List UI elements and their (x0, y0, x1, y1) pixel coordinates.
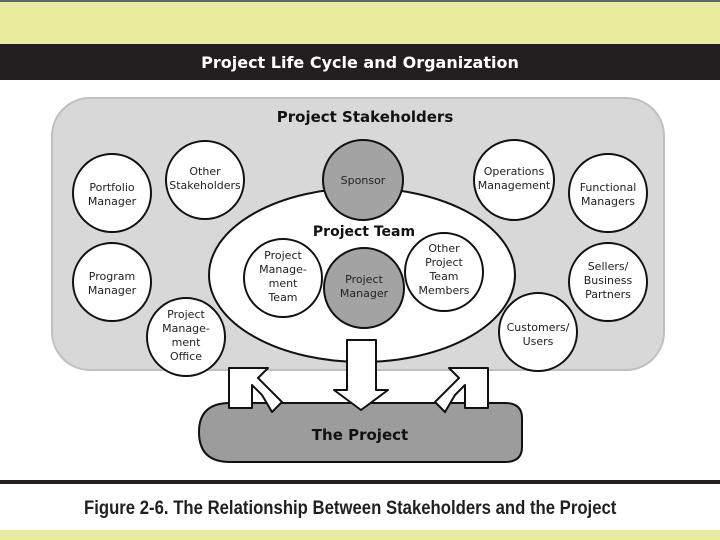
customers-users-node (498, 292, 578, 372)
figure-caption: Figure 2-6. The Relationship Between Sta… (84, 498, 617, 519)
operations-management-node (473, 139, 555, 221)
slide-header: Project Life Cycle and Organization (0, 44, 720, 80)
other-team-members-node (404, 232, 484, 312)
pmo-node (146, 297, 226, 377)
program-manager-node (72, 242, 152, 322)
node-label: Sponsor (341, 174, 386, 187)
arrows (228, 339, 489, 413)
sellers-partners-node (568, 242, 648, 322)
caption-band (0, 480, 720, 530)
bottom-accent-bar (0, 530, 720, 540)
portfolio-manager-node (72, 153, 152, 233)
the-project-label: The Project (312, 426, 408, 444)
functional-managers-node (568, 153, 648, 233)
the-project-shape (197, 402, 523, 463)
top-accent-bar (0, 0, 720, 44)
sponsor-node (322, 139, 404, 221)
project-team-title: Project Team (313, 224, 415, 240)
other-stakeholders-node (165, 140, 245, 220)
project-manager-node (323, 247, 405, 329)
slide-title: Project Life Cycle and Organization (201, 52, 519, 72)
stakeholders-title: Project Stakeholders (277, 108, 454, 126)
up-right-arrow (434, 367, 489, 413)
node-label: Customers/Users (507, 321, 570, 348)
pm-team-node (243, 238, 323, 318)
up-left-arrow (228, 367, 283, 413)
down-arrow (333, 339, 389, 411)
